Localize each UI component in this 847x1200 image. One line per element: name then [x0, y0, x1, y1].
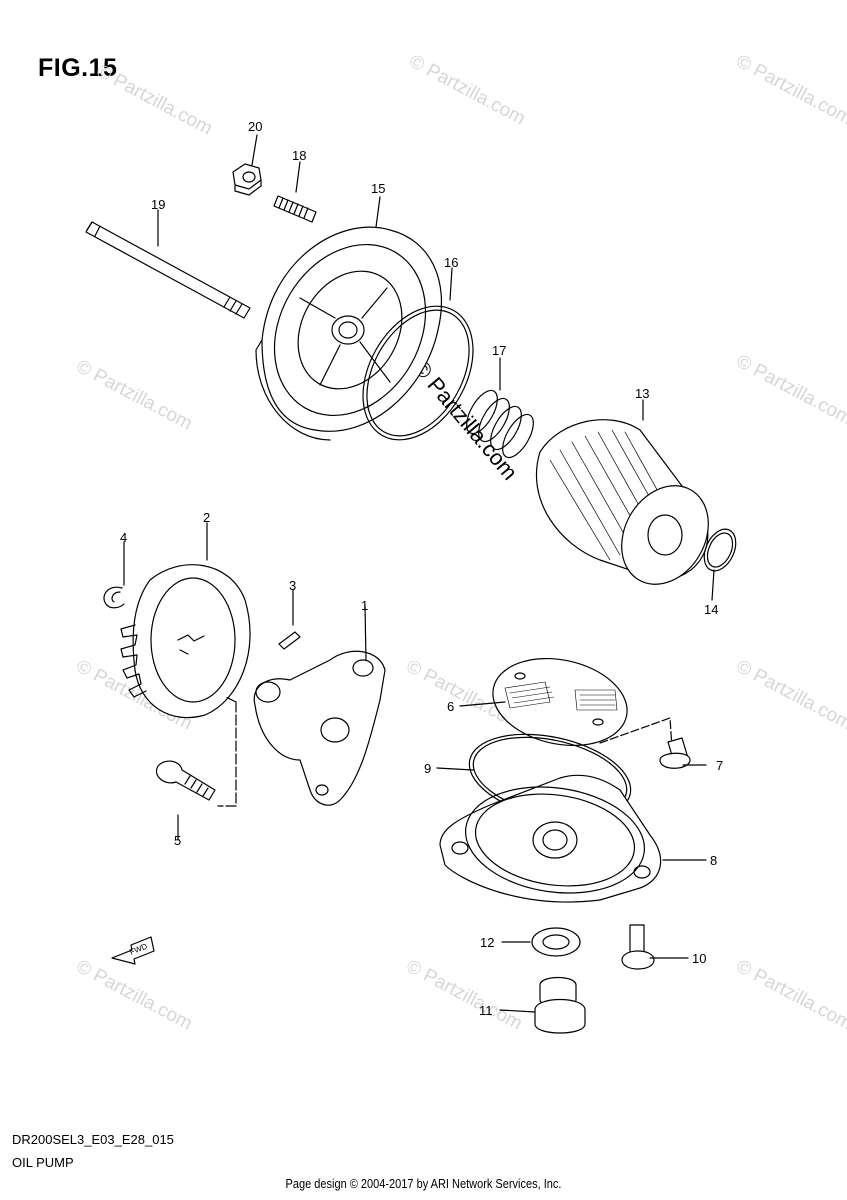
- part-8-strainer-cap: [439, 774, 662, 903]
- part-13-oil-filter: [535, 419, 709, 585]
- callout-label: 8: [710, 853, 717, 868]
- part-5-bolt: [156, 760, 216, 801]
- watermark: © Partzilla.com: [403, 956, 526, 1035]
- watermarks: © Partzilla.com © Partzilla.com © Partzi…: [73, 51, 847, 1035]
- part-16-o-ring: [362, 305, 474, 441]
- part-6-oil-strainer: [492, 657, 628, 747]
- fwd-arrow-icon: [111, 936, 155, 965]
- callout-label: 14: [704, 602, 718, 617]
- watermark: © Partzilla.com: [733, 351, 847, 430]
- diagram-caption: OIL PUMP: [12, 1155, 74, 1170]
- callout-label: 16: [444, 255, 458, 270]
- part-18-stud: [273, 195, 317, 223]
- figure-title: FIG.15: [38, 54, 118, 82]
- part-15-filter-cover: [255, 226, 442, 441]
- watermark: © Partzilla.com: [73, 356, 196, 435]
- callout-label: 1: [361, 598, 368, 613]
- part-14-o-ring: [703, 528, 737, 572]
- callout-label: 2: [203, 510, 210, 525]
- callout-label: 7: [716, 758, 723, 773]
- watermark: © Partzilla.com: [733, 656, 847, 735]
- part-4-circlip: [103, 586, 125, 609]
- part-11-drain-plug: [534, 976, 586, 1034]
- callout-label: 9: [424, 761, 431, 776]
- part-3-pin: [278, 631, 301, 650]
- part-12-washer: [531, 927, 581, 957]
- watermark: © Partzilla.com: [73, 956, 196, 1035]
- watermark: © Partzilla.com: [93, 61, 216, 140]
- diagram-code: DR200SEL3_E03_E28_015: [12, 1132, 174, 1147]
- part-1-oil-pump-body: [253, 650, 386, 806]
- callout-label: 11: [479, 1003, 493, 1018]
- callout-label: 6: [447, 699, 454, 714]
- part-10-bolt: [621, 924, 655, 970]
- callout-label: 3: [289, 578, 296, 593]
- watermark: © Partzilla.com: [406, 51, 529, 130]
- watermark: © Partzilla.com: [733, 51, 847, 130]
- part-17-spring: [466, 389, 534, 459]
- callout-label: 15: [371, 181, 385, 196]
- callout-label: 12: [480, 935, 494, 950]
- callout-label: 5: [174, 833, 181, 848]
- callout-label: 17: [492, 343, 506, 358]
- page-footer: Page design © 2004-2017 by ARI Network S…: [285, 1177, 562, 1191]
- callout-label: 13: [635, 386, 649, 401]
- callout-label: 19: [151, 197, 165, 212]
- callout-label: 4: [120, 530, 127, 545]
- part-7-bolt: [659, 737, 691, 769]
- callout-label: 18: [292, 148, 306, 163]
- part-19-long-bolt: [85, 221, 251, 319]
- part-2-drive-gear: [120, 564, 251, 719]
- callout-label: 20: [248, 119, 262, 134]
- callout-label: 10: [692, 951, 706, 966]
- part-20-nut: [232, 163, 262, 196]
- watermark: © Partzilla.com: [733, 956, 847, 1035]
